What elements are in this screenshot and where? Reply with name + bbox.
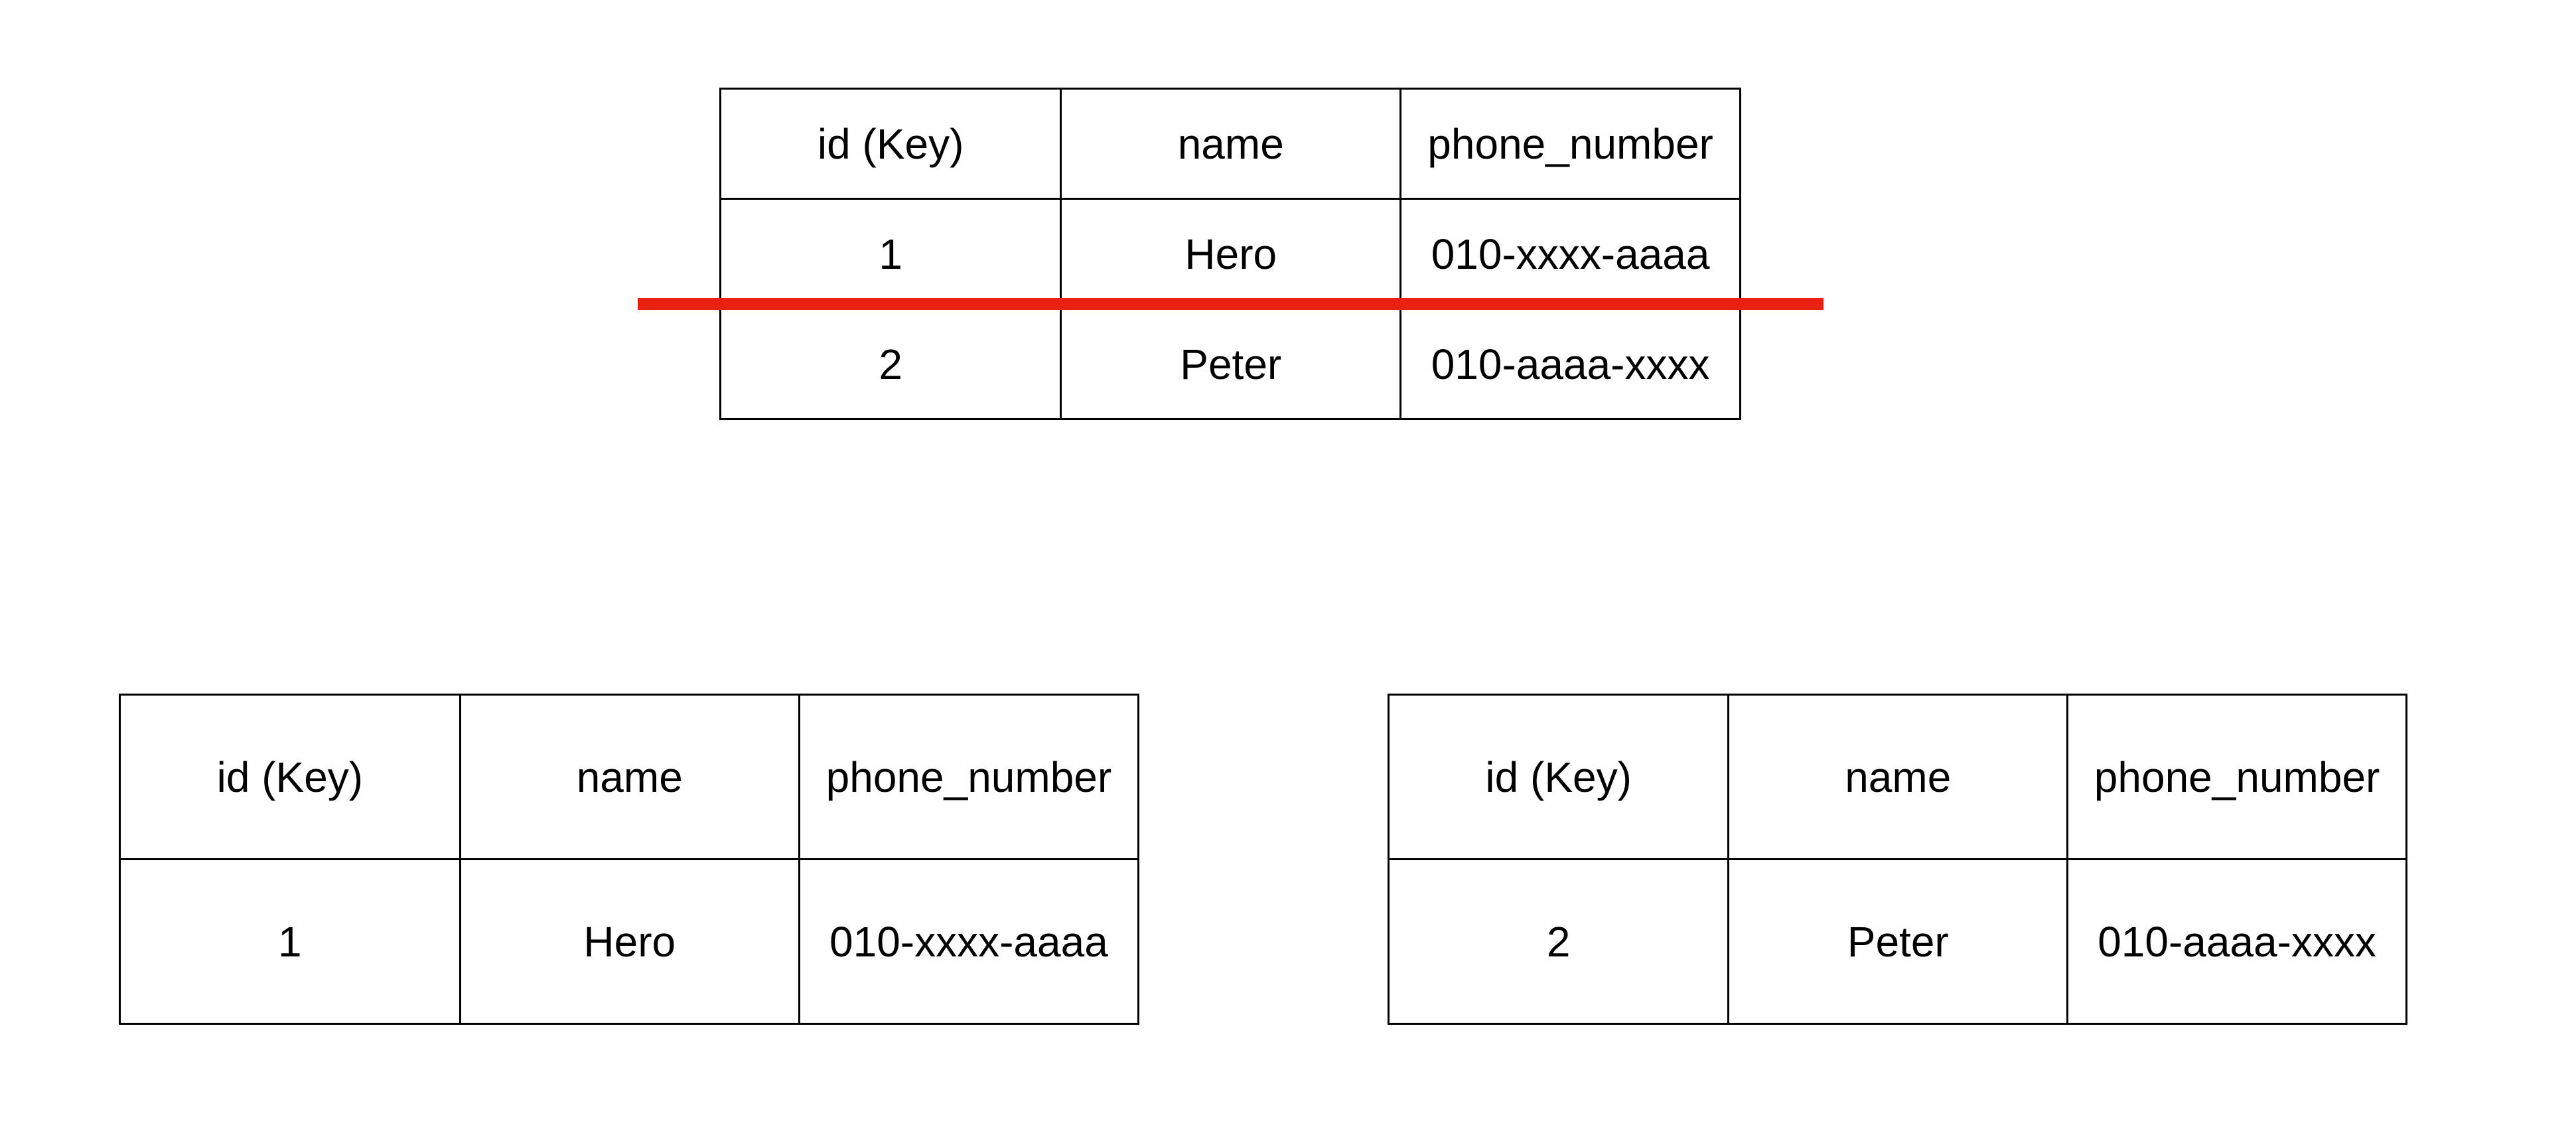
phone-number-cell: 010-aaaa-xxxx: [2066, 858, 2407, 1025]
header-cell-id-key: id (Key): [1387, 694, 1730, 860]
name-cell: Hero: [459, 858, 800, 1025]
name-cell: Peter: [1727, 858, 2069, 1025]
table-row: 2 Peter 010-aaaa-xxxx: [719, 308, 1741, 420]
header-cell-id-key: id (Key): [719, 88, 1062, 200]
horizontal-split-line: [638, 298, 1824, 310]
shard-table-right: id (Key) name phone_number 2 Peter 010-a…: [1387, 694, 2407, 1025]
shard-table-left: id (Key) name phone_number 1 Hero 010-xx…: [119, 694, 1140, 1025]
table-row: 1 Hero 010-xxxx-aaaa: [719, 198, 1741, 310]
id-cell: 2: [1387, 858, 1730, 1025]
header-cell-name: name: [1060, 88, 1402, 200]
phone-number-cell: 010-aaaa-xxxx: [1399, 308, 1741, 420]
name-cell: Hero: [1060, 198, 1402, 310]
table-row: 1 Hero 010-xxxx-aaaa: [119, 858, 1140, 1025]
header-row: id (Key) name phone_number: [119, 694, 1140, 860]
header-row: id (Key) name phone_number: [719, 88, 1741, 200]
id-cell: 2: [719, 308, 1062, 420]
header-cell-name: name: [1727, 694, 2069, 860]
header-cell-phone-number: phone_number: [2066, 694, 2407, 860]
header-cell-id-key: id (Key): [119, 694, 461, 860]
phone-number-cell: 010-xxxx-aaaa: [798, 858, 1140, 1025]
name-cell: Peter: [1060, 308, 1402, 420]
id-cell: 1: [119, 858, 461, 1025]
table-row: 2 Peter 010-aaaa-xxxx: [1387, 858, 2407, 1025]
phone-number-cell: 010-xxxx-aaaa: [1399, 198, 1741, 310]
header-cell-phone-number: phone_number: [798, 694, 1140, 860]
original-user-table: id (Key) name phone_number 1 Hero 010-xx…: [719, 88, 1741, 420]
header-cell-name: name: [459, 694, 800, 860]
header-cell-phone-number: phone_number: [1399, 88, 1741, 200]
header-row: id (Key) name phone_number: [1387, 694, 2407, 860]
id-cell: 1: [719, 198, 1062, 310]
